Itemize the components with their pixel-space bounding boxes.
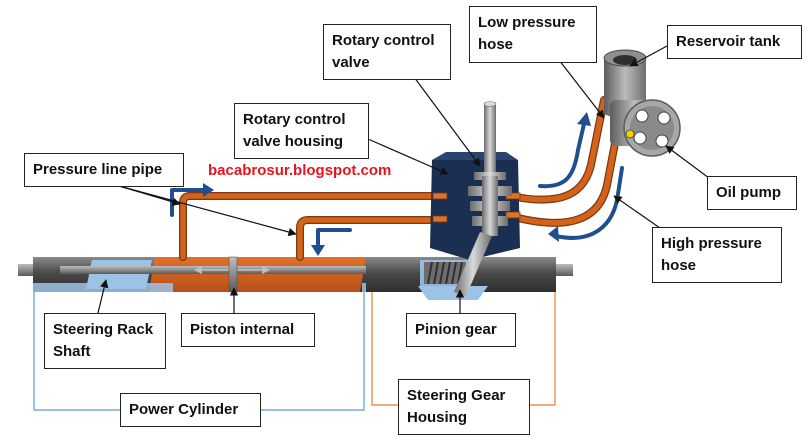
label-low-pressure-hose-line1: Low pressure (478, 14, 576, 31)
watermark-text: bacabrosur.blogspot.com (208, 162, 392, 179)
label-rotary-control-valve-housing-line1: Rotary control (243, 111, 346, 128)
label-reservoir-tank: Reservoir tank (667, 25, 802, 59)
label-steering-gear-housing: Steering Gear Housing (398, 379, 530, 435)
label-piston-internal: Piston internal (181, 313, 315, 347)
pinion-shaft (454, 232, 492, 296)
label-reservoir-tank-text: Reservoir tank (676, 33, 781, 50)
label-steering-gear-housing-line2: Housing (407, 409, 467, 426)
label-rotary-control-valve-housing-line2: valve housing (243, 133, 344, 150)
power-cylinder-chamber (149, 257, 366, 292)
pressure-line-arrowheads (203, 183, 325, 256)
label-rotary-control-valve: Rotary control valve (323, 24, 451, 80)
label-high-pressure-hose-line2: hose (661, 257, 697, 274)
label-pinion-gear: Pinion gear (406, 313, 516, 347)
label-rotary-control-valve-housing: Rotary control valve housing (234, 103, 369, 159)
pinion-gear (424, 261, 466, 285)
label-pressure-line-pipe-text: Pressure line pipe (33, 161, 163, 178)
label-low-pressure-hose-line2: hose (478, 36, 514, 53)
label-pinion-gear-text: Pinion gear (415, 321, 497, 338)
label-steering-rack-shaft-line1: Steering Rack (53, 321, 154, 338)
gear-housing-bracket (371, 292, 556, 406)
label-oil-pump-text: Oil pump (716, 184, 781, 201)
label-rotary-control-valve-line2: valve (332, 54, 370, 71)
power-cylinder-bracket (33, 292, 365, 411)
label-high-pressure-hose-line1: High pressure (661, 235, 762, 252)
piston (228, 256, 238, 293)
label-low-pressure-hose: Low pressure hose (469, 6, 597, 63)
label-steering-gear-housing-line1: Steering Gear (407, 387, 506, 404)
oil-pump (610, 99, 681, 157)
label-rotary-control-valve-line1: Rotary control (332, 32, 435, 49)
pressure-line-flow-arrows (170, 188, 352, 250)
label-piston-internal-text: Piston internal (190, 321, 295, 338)
return-and-supply-hoses (506, 96, 620, 227)
label-steering-rack-shaft-line2: Shaft (53, 343, 91, 360)
rotary-valve-shaft (468, 101, 512, 236)
label-power-cylinder: Power Cylinder (120, 393, 261, 427)
rack-right-end (553, 264, 573, 276)
hose-arrowheads (548, 112, 591, 242)
label-steering-rack-shaft: Steering Rack Shaft (44, 313, 166, 369)
callout-lines (97, 45, 710, 314)
valve-ports (432, 192, 521, 223)
label-high-pressure-hose: High pressure hose (652, 227, 782, 283)
label-power-cylinder-text: Power Cylinder (129, 401, 239, 418)
label-pressure-line-pipe: Pressure line pipe (24, 153, 184, 187)
label-oil-pump: Oil pump (707, 176, 797, 210)
